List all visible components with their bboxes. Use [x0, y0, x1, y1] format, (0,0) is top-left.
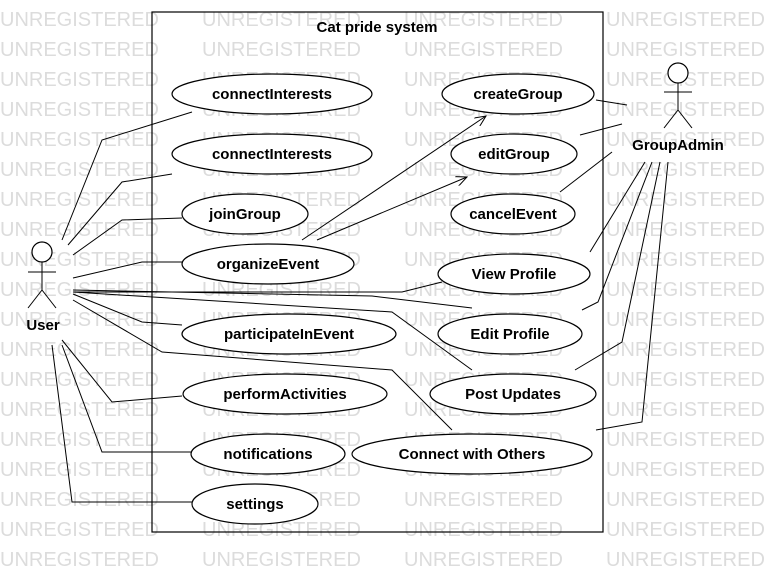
- watermark-text: UNREGISTERED: [0, 399, 159, 421]
- use-case-view-profile[interactable]: View Profile: [437, 253, 591, 295]
- use-case-create-group[interactable]: createGroup: [441, 73, 595, 115]
- use-case-label: Edit Profile: [470, 326, 549, 343]
- watermark-text: UNREGISTERED: [606, 249, 765, 271]
- watermark-text: UNREGISTERED: [0, 99, 159, 121]
- watermark-text: UNREGISTERED: [202, 9, 361, 31]
- watermark-text: UNREGISTERED: [606, 39, 765, 61]
- watermark-text: UNREGISTERED: [0, 549, 159, 571]
- use-case-label: cancelEvent: [469, 206, 557, 223]
- watermark-text: UNREGISTERED: [202, 519, 361, 541]
- use-case-label: settings: [226, 496, 284, 513]
- use-case-cancel-event[interactable]: cancelEvent: [450, 193, 576, 235]
- watermark-text: UNREGISTERED: [202, 39, 361, 61]
- watermark-text: UNREGISTERED: [404, 549, 563, 571]
- watermark-text: UNREGISTERED: [0, 339, 159, 361]
- use-case-label: editGroup: [478, 146, 550, 163]
- watermark-text: UNREGISTERED: [0, 219, 159, 241]
- use-case-label: organizeEvent: [217, 256, 320, 273]
- actor-user[interactable]: User: [26, 241, 60, 334]
- organize-arrows: [301, 116, 486, 241]
- system-boundary: [151, 11, 604, 533]
- watermark-text: UNREGISTERED: [404, 489, 563, 511]
- watermark-text: UNREGISTERED: [0, 429, 159, 451]
- admin-associations: [559, 99, 669, 431]
- watermark-text: UNREGISTERED: [606, 549, 765, 571]
- watermark: UNREGISTERED UNREGISTERED UNREGISTERED UNRE…: [0, 9, 765, 571]
- watermark-text: UNREGISTERED: [606, 219, 765, 241]
- watermark-text: UNREGISTERED: [606, 9, 765, 31]
- watermark-text: UNREGISTERED: [606, 489, 765, 511]
- actor-user-label: User: [26, 317, 60, 334]
- watermark-text: UNREGISTERED: [606, 339, 765, 361]
- watermark-text: UNREGISTERED: [202, 279, 361, 301]
- watermark-text: UNREGISTERED: [0, 39, 159, 61]
- watermark-text: UNREGISTERED: [606, 519, 765, 541]
- system-title: Cat pride system: [317, 19, 438, 36]
- use-case-settings[interactable]: settings: [191, 483, 319, 525]
- watermark-text: UNREGISTERED: [606, 159, 765, 181]
- use-case-connect-interests-2[interactable]: connectInterests: [171, 133, 373, 175]
- use-case-perform-activities[interactable]: performActivities: [182, 373, 388, 415]
- watermark-text: UNREGISTERED: [606, 459, 765, 481]
- use-case-join-group[interactable]: joinGroup: [181, 193, 309, 235]
- watermark-text: UNREGISTERED: [606, 129, 765, 151]
- watermark-text: UNREGISTERED: [606, 399, 765, 421]
- watermark-text: UNREGISTERED: [404, 39, 563, 61]
- use-case-edit-profile[interactable]: Edit Profile: [437, 313, 583, 355]
- watermark-text: UNREGISTERED: [404, 9, 563, 31]
- use-case-label: createGroup: [473, 86, 562, 103]
- watermark-text: UNREGISTERED: [0, 309, 159, 331]
- watermark-text: UNREGISTERED: [0, 249, 159, 271]
- watermark-text: UNREGISTERED: [0, 369, 159, 391]
- watermark-text: UNREGISTERED: [0, 489, 159, 511]
- use-case-label: View Profile: [472, 266, 557, 283]
- use-case-label: Connect with Others: [399, 446, 546, 463]
- watermark-text: UNREGISTERED: [606, 99, 765, 121]
- user-stick-figure-icon: [27, 241, 57, 309]
- use-case-connect-with-others[interactable]: Connect with Others: [351, 433, 593, 475]
- watermark-text: UNREGISTERED: [404, 519, 563, 541]
- use-case-label: notifications: [223, 446, 312, 463]
- watermark-text: UNREGISTERED: [202, 549, 361, 571]
- group-admin-stick-figure-icon: [663, 62, 693, 129]
- watermark-text: UNREGISTERED: [606, 279, 765, 301]
- use-case-participate-in-event[interactable]: participateInEvent: [181, 313, 397, 355]
- use-case-label: performActivities: [223, 386, 346, 403]
- use-case-notifications[interactable]: notifications: [190, 433, 346, 475]
- use-case-label: connectInterests: [212, 146, 332, 163]
- watermark-text: UNREGISTERED: [0, 9, 159, 31]
- use-case-post-updates[interactable]: Post Updates: [429, 373, 597, 415]
- actor-group-admin[interactable]: GroupAdmin: [632, 62, 724, 154]
- actor-group-admin-label: GroupAdmin: [632, 137, 724, 154]
- use-case-edit-group[interactable]: editGroup: [450, 133, 578, 175]
- watermark-text: UNREGISTERED: [606, 369, 765, 391]
- use-case-connect-interests-1[interactable]: connectInterests: [171, 73, 373, 115]
- use-case-label: participateInEvent: [224, 326, 354, 343]
- watermark-text: UNREGISTERED: [606, 189, 765, 211]
- watermark-text: UNREGISTERED: [606, 429, 765, 451]
- use-case-label: Post Updates: [465, 386, 561, 403]
- watermark-text: UNREGISTERED: [606, 309, 765, 331]
- watermark-text: UNREGISTERED: [0, 69, 159, 91]
- watermark-text: UNREGISTERED: [0, 189, 159, 211]
- watermark-text: UNREGISTERED: [0, 459, 159, 481]
- use-case-label: connectInterests: [212, 86, 332, 103]
- user-associations: [51, 111, 473, 503]
- watermark-text: UNREGISTERED: [0, 519, 159, 541]
- use-case-label: joinGroup: [208, 206, 281, 223]
- watermark-text: UNREGISTERED: [0, 129, 159, 151]
- use-case-organize-event[interactable]: organizeEvent: [181, 243, 355, 285]
- watermark-text: UNREGISTERED: [0, 159, 159, 181]
